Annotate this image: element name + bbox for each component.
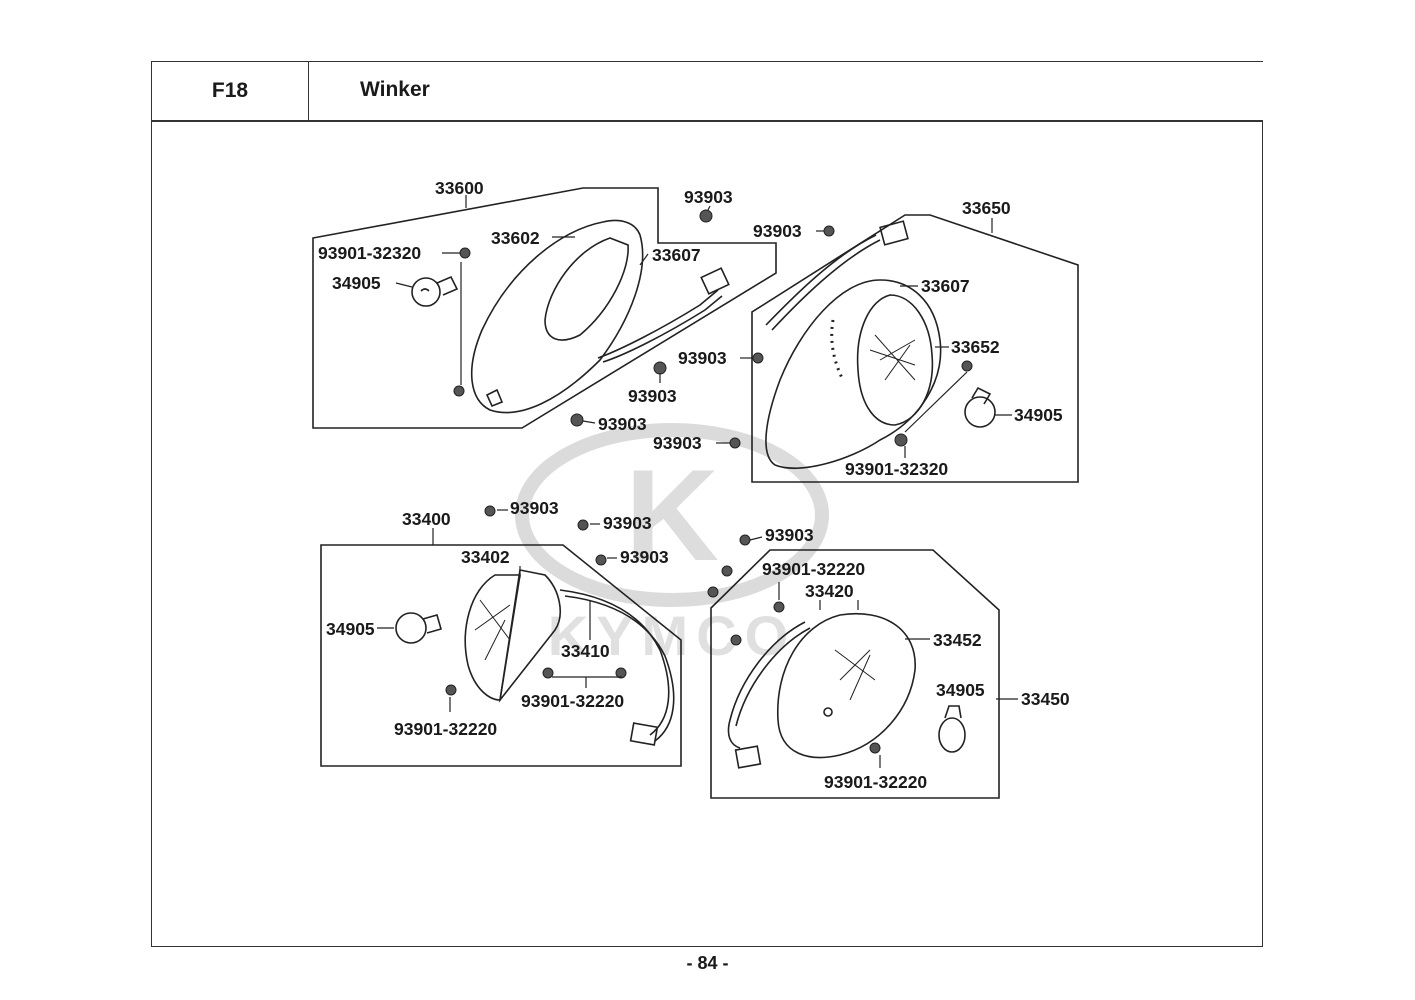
brand-watermark: K KYMCO xyxy=(515,423,829,667)
group-outline-33650 xyxy=(751,214,1079,483)
group-outline-33400 xyxy=(320,544,682,767)
label-33607-right: 33607 xyxy=(921,276,970,296)
label-33602: 33602 xyxy=(491,228,540,248)
page-number: - 84 - xyxy=(686,953,729,973)
label-33600: 33600 xyxy=(435,178,484,198)
label-34905-top-left: 34905 xyxy=(332,273,381,293)
screw-icons xyxy=(445,209,973,754)
svg-text:KYMCO: KYMCO xyxy=(548,604,796,667)
label-93903-tl-a: 93903 xyxy=(684,187,733,207)
leader-lines xyxy=(377,195,1018,768)
label-93901-32320-left: 93901-32320 xyxy=(318,243,421,263)
winker-assembly-33450 xyxy=(727,613,966,769)
label-93903-tr-a: 93903 xyxy=(753,221,802,241)
figure-code: F18 xyxy=(151,61,309,121)
label-34905-bottom-right: 34905 xyxy=(936,680,985,700)
group-outline-33600 xyxy=(312,187,777,429)
label-33402: 33402 xyxy=(461,547,510,567)
label-93901-32320-right: 93901-32320 xyxy=(845,459,948,479)
winker-assembly-33600 xyxy=(411,219,730,414)
figure-title: Winker xyxy=(360,78,430,101)
label-93903-bl-a: 93903 xyxy=(510,498,559,518)
label-93903-tl-c: 93903 xyxy=(598,414,647,434)
label-93903-br: 93903 xyxy=(765,525,814,545)
label-33400: 33400 xyxy=(402,509,451,529)
label-34905-top-right: 34905 xyxy=(1014,405,1063,425)
label-93903-bl-c: 93903 xyxy=(620,547,669,567)
label-93901-32220-br-a: 93901-32220 xyxy=(762,559,865,579)
diagram-frame xyxy=(151,121,1263,947)
label-33450: 33450 xyxy=(1021,689,1070,709)
part-labels: 33600 33602 33607 93901-32320 34905 9390… xyxy=(318,178,1070,792)
label-33452: 33452 xyxy=(933,630,982,650)
group-outline-33450 xyxy=(710,549,1000,799)
label-93903-bl-b: 93903 xyxy=(603,513,652,533)
label-33650: 33650 xyxy=(962,198,1011,218)
label-93901-32220-br-b: 93901-32220 xyxy=(824,772,927,792)
label-93901-32220-bl-a: 93901-32220 xyxy=(521,691,624,711)
label-93903-tr-c: 93903 xyxy=(653,433,702,453)
label-34905-bottom-left: 34905 xyxy=(326,619,375,639)
winker-assembly-33400 xyxy=(395,569,675,746)
label-93903-tl-b: 93903 xyxy=(628,386,677,406)
svg-text:K: K xyxy=(625,442,719,588)
label-33652: 33652 xyxy=(951,337,1000,357)
label-33607-left: 33607 xyxy=(652,245,701,265)
label-93903-tr-b: 93903 xyxy=(678,348,727,368)
title-cell xyxy=(308,61,1263,121)
label-93901-32220-bl-b: 93901-32220 xyxy=(394,719,497,739)
label-33420: 33420 xyxy=(805,581,854,601)
winker-assembly-33650 xyxy=(765,220,996,469)
label-33410: 33410 xyxy=(561,641,610,661)
